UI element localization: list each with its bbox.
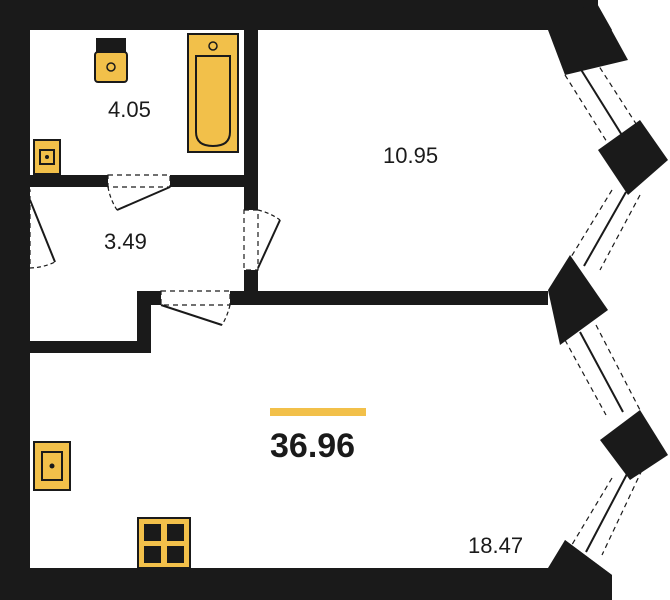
- door-entrance[interactable]: [0, 189, 56, 269]
- bedroom-area-label: 10.95: [383, 143, 438, 168]
- total-area-label: 36.96: [270, 427, 355, 465]
- windows: [564, 59, 643, 556]
- living-kitchen-area-label: 18.47: [468, 533, 523, 558]
- doors: [0, 174, 281, 326]
- door-bathroom[interactable]: [107, 174, 171, 211]
- door-living[interactable]: [160, 290, 231, 326]
- interior-walls: [30, 30, 548, 353]
- hallway-area-label: 3.49: [104, 229, 147, 254]
- bathtub-icon: [187, 33, 239, 153]
- door-bedroom[interactable]: [243, 209, 281, 271]
- kitchen-sink-icon: [33, 441, 71, 491]
- washbasin-icon: [33, 139, 61, 175]
- window-living-upper: [564, 324, 641, 416]
- stove-icon: [137, 517, 191, 569]
- window-bedroom-upper: [564, 59, 641, 151]
- toilet-icon: [94, 38, 128, 83]
- bathroom-area-label: 4.05: [108, 97, 151, 122]
- window-bedroom-lower: [567, 189, 641, 271]
- total-area-accent-bar: [270, 408, 366, 416]
- window-living-lower: [569, 469, 643, 556]
